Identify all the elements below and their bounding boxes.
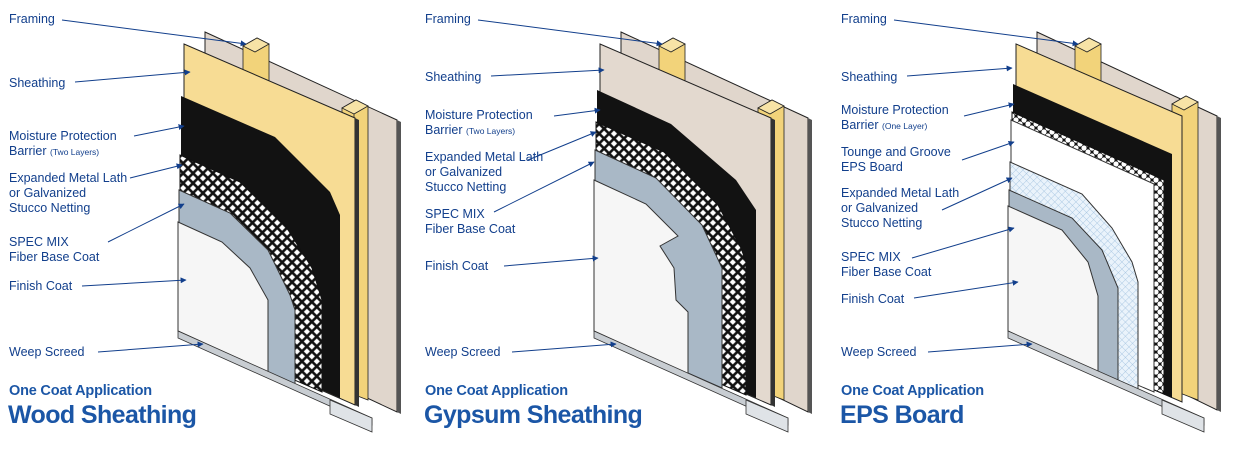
label-metal-lath: Expanded Metal Lath or Galvanized Stucco… [841, 186, 960, 230]
label-finish-coat: Finish Coat [9, 279, 73, 293]
label-metal-lath: Expanded Metal Lath or Galvanized Stucco… [425, 150, 544, 194]
label-sheathing: Sheathing [841, 70, 898, 84]
label-framing: Framing [841, 12, 887, 26]
label-weep-screed: Weep Screed [9, 345, 85, 359]
label-framing: Framing [425, 12, 471, 26]
wall-section-diagram [61, 19, 401, 433]
label-metal-lath: Expanded Metal Lath or Galvanized Stucco… [9, 171, 128, 215]
panel-title: Gypsum Sheathing [424, 401, 643, 429]
label-sheathing: Sheathing [9, 76, 66, 90]
label-base-coat: SPEC MIX Fiber Base Coat [425, 207, 516, 236]
panel-title: EPS Board [840, 401, 964, 429]
label-base-coat: SPEC MIX Fiber Base Coat [841, 250, 932, 279]
label-moisture-protection: Moisture Protection Barrier (Two Layers) [9, 129, 117, 158]
panel-eps-board: Framing Sheathing Moisture Protection Ba… [832, 0, 1240, 451]
label-sheathing: Sheathing [425, 70, 482, 84]
label-weep-screed: Weep Screed [841, 345, 917, 359]
label-moisture-protection: Moisture Protection Barrier (Two Layers) [425, 108, 533, 137]
label-moisture-protection: Moisture Protection Barrier (One Layer) [841, 103, 949, 132]
label-base-coat: SPEC MIX Fiber Base Coat [9, 235, 100, 264]
label-eps-board: Tounge and Groove EPS Board [841, 145, 951, 174]
label-finish-coat: Finish Coat [841, 292, 905, 306]
wall-section-diagram [893, 19, 1221, 433]
panel-subtitle: One Coat Application [425, 383, 568, 399]
wall-section-diagram [477, 19, 812, 433]
panel-wood-sheathing: Framing Sheathing Moisture Protection Ba… [0, 0, 413, 451]
label-framing: Framing [9, 12, 55, 26]
label-weep-screed: Weep Screed [425, 345, 501, 359]
panel-gypsum-sheathing: Framing Sheathing Moisture Protection Ba… [416, 0, 829, 451]
panel-subtitle: One Coat Application [9, 383, 152, 399]
panel-title: Wood Sheathing [8, 401, 197, 429]
panel-subtitle: One Coat Application [841, 383, 984, 399]
label-finish-coat: Finish Coat [425, 259, 489, 273]
